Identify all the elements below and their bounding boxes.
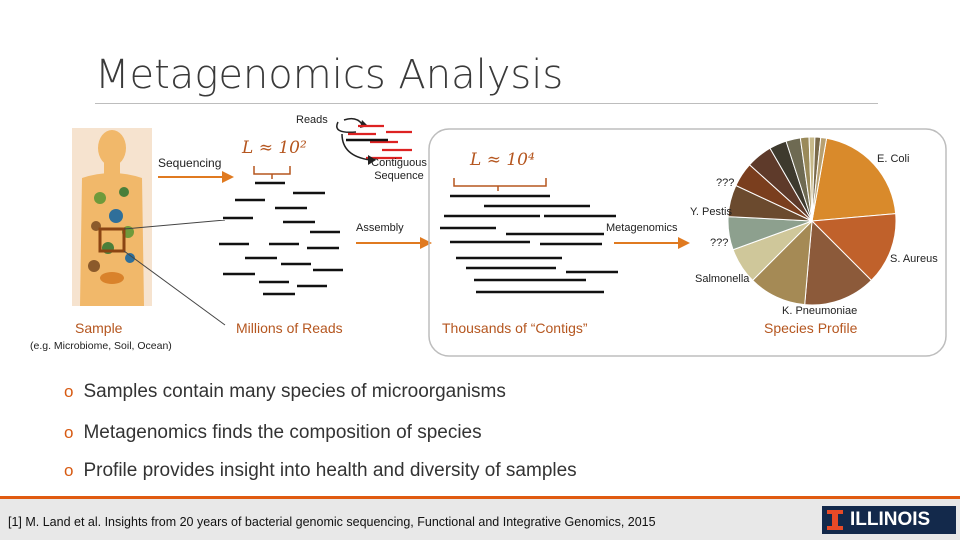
block-i-icon (827, 510, 843, 530)
footer-bar (0, 496, 960, 540)
contig-length-bracket (453, 178, 547, 191)
pie-label-ypestis: Y. Pestis (690, 206, 732, 218)
read-length-label: L ≈ 10² (242, 138, 307, 158)
read-length-bracket (253, 166, 291, 179)
assembly-label: Assembly (356, 222, 404, 234)
contigs-frame (428, 128, 947, 357)
pie-label-unknown-1: ??? (716, 177, 735, 189)
bullet-marker-icon: o (64, 461, 74, 480)
body-illustration (72, 128, 152, 306)
reads-field (219, 181, 343, 296)
sequencing-label: Sequencing (158, 156, 222, 170)
slide-title: Metagenomics Analysis (95, 52, 564, 98)
contig-length-label: L ≈ 10⁴ (470, 150, 535, 170)
reads-label: Reads (296, 114, 328, 126)
bullet-marker-icon: o (64, 382, 74, 401)
illinois-logo: ILLINOIS (822, 506, 956, 534)
contigs-caption: Thousands of “Contigs” (442, 320, 588, 336)
metagenomics-arrow (614, 237, 690, 249)
species-pie (727, 136, 897, 306)
pie-label-kpneumoniae: K. Pneumoniae (782, 305, 858, 317)
pie-label-salmonella: Salmonella (695, 273, 750, 285)
contigs-field (440, 194, 618, 294)
bullet-marker-icon: o (64, 423, 74, 442)
pie-slice (811, 136, 828, 222)
contiguous-pointer (341, 133, 376, 165)
reads-caption: Millions of Reads (236, 320, 343, 336)
pie-slice (810, 213, 897, 282)
assembly-arrow (356, 237, 432, 249)
pie-slice (811, 137, 897, 222)
pie-label-unknown-2: ??? (710, 237, 729, 249)
pie-slice (804, 219, 873, 306)
title-divider (95, 103, 878, 104)
citation: [1] M. Land et al. Insights from 20 year… (8, 515, 656, 529)
pie-label-saureus: S. Aureus (890, 253, 938, 265)
pie-label-ecoli: E. Coli (877, 153, 910, 165)
profile-caption: Species Profile (764, 320, 858, 336)
sample-caption: Sample (75, 320, 123, 336)
metagenomics-label: Metagenomics (606, 222, 678, 234)
contiguous-sequence-label: Contiguous Sequence (371, 157, 427, 182)
sequencing-arrow (158, 171, 234, 183)
sample-subcaption: (e.g. Microbiome, Soil, Ocean) (30, 340, 172, 352)
zoom-lines (123, 220, 226, 326)
footer-accent-rule (0, 496, 960, 499)
